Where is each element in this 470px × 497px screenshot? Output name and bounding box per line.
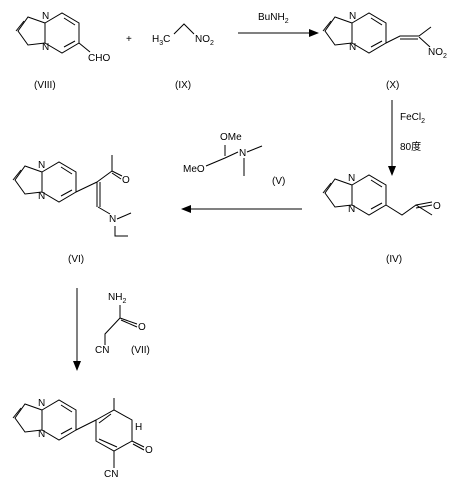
compound-iv: N N O (IV) <box>322 173 441 265</box>
svg-text:N: N <box>38 160 45 171</box>
aldehyde-group: CHO <box>88 53 110 64</box>
final-nh: H <box>135 422 142 433</box>
svg-text:O: O <box>433 201 441 212</box>
svg-text:MeO: MeO <box>183 164 205 175</box>
compound-label-v: (V) <box>272 176 285 187</box>
svg-text:N: N <box>109 214 116 225</box>
svg-text:N: N <box>348 173 355 184</box>
svg-text:N: N <box>239 148 246 159</box>
compound-vi: N N O N (VI) <box>12 155 132 265</box>
svg-text:NH2: NH2 <box>108 292 126 305</box>
svg-text:CN: CN <box>95 345 109 356</box>
svg-text:N: N <box>38 191 45 202</box>
reagent-bunh2: BuNH2 <box>258 12 289 25</box>
svg-text:OMe: OMe <box>220 132 242 143</box>
svg-text:N: N <box>349 42 356 53</box>
ring-n-bottom: N <box>42 42 49 53</box>
plus-sign: + <box>126 34 132 45</box>
compound-vii: NH2 O CN (VII) <box>95 292 150 356</box>
svg-text:NO2: NO2 <box>428 47 447 60</box>
svg-text:CN: CN <box>104 469 118 480</box>
compound-x: N N NO2 (X) <box>322 11 447 91</box>
svg-text:O: O <box>138 322 146 333</box>
reagent-fecl2: FeCl2 <box>400 112 425 125</box>
compound-label-vii: (VII) <box>131 345 150 356</box>
svg-text:NO2: NO2 <box>195 34 214 47</box>
svg-text:N: N <box>38 429 45 440</box>
final-product: N N H O CN <box>12 398 153 480</box>
svg-text:O: O <box>122 175 130 186</box>
svg-text:N: N <box>348 204 355 215</box>
compound-viii: N N CHO (VIII) <box>15 11 110 91</box>
compound-label-viii: (VIII) <box>34 80 56 91</box>
compound-label-iv: (IV) <box>386 254 402 265</box>
svg-text:O: O <box>145 445 153 456</box>
compound-v: OMe MeO N (V) <box>183 132 285 187</box>
svg-text:N: N <box>349 11 356 22</box>
ring-n-top: N <box>42 11 49 22</box>
svg-text:H3C: H3C <box>152 34 170 47</box>
compound-label-ix: (IX) <box>175 80 191 91</box>
compound-ix: H3C NO2 (IX) <box>152 23 214 91</box>
compound-label-vi: (VI) <box>68 254 84 265</box>
reagent-temperature: 80度 <box>400 140 421 153</box>
compound-label-x: (X) <box>386 80 399 91</box>
svg-text:N: N <box>38 398 45 409</box>
